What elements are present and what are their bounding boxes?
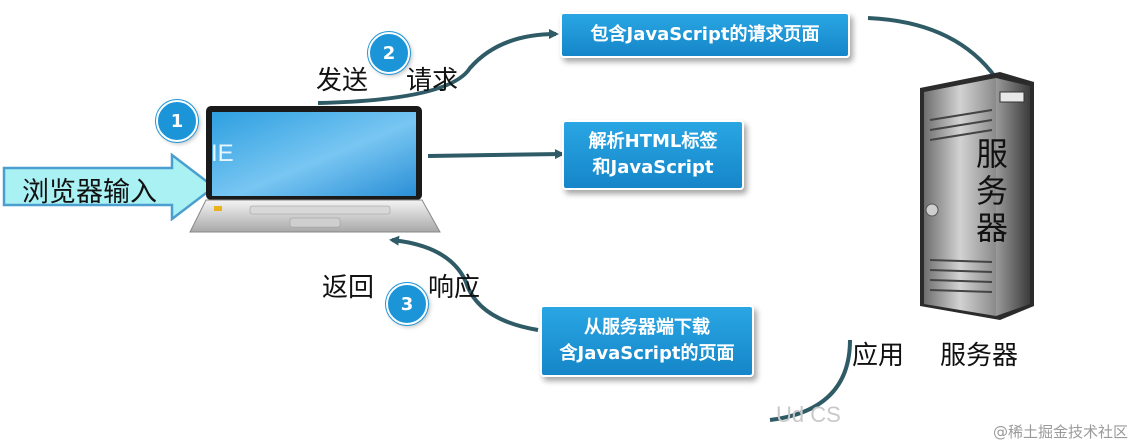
laptop-screen-label: IE (211, 140, 234, 167)
request-page-box-text: 包含JavaScript的请求页面 (590, 24, 820, 45)
return-label: 返回 (322, 273, 375, 303)
parse-box-line1: 解析HTML标签 (588, 131, 718, 152)
step-1-badge: 1 (156, 100, 198, 142)
download-box-line1: 从服务器端下载 (584, 317, 710, 338)
app-label: 应用 (852, 341, 905, 371)
server-label: 服 务 器 (972, 136, 1012, 247)
request-label: 请求 (406, 66, 459, 96)
parse-box-line2: 和JavaScript (592, 157, 714, 178)
faded-text: Ud CS (776, 402, 841, 427)
server-label-char1: 服 (975, 135, 1008, 173)
app-server-label: 服务器 (940, 341, 1019, 371)
return-response-arrow (389, 235, 539, 332)
response-label: 响应 (428, 273, 481, 303)
input-arrow (2, 152, 217, 222)
server-label-char2: 务 (975, 172, 1008, 210)
send-request-arrow (317, 29, 559, 105)
send-label: 发送 (316, 66, 369, 96)
parse-box: 解析HTML标签 和JavaScript (562, 120, 744, 190)
step-2-badge: 2 (368, 32, 410, 74)
parse-arrow (427, 149, 565, 160)
watermark: @稀土掘金技术社区 (992, 423, 1128, 441)
step-3-badge: 3 (386, 283, 428, 325)
to-server-arrow (867, 16, 1002, 87)
server-response-arrow (769, 339, 852, 422)
server-label-char3: 器 (975, 209, 1008, 247)
download-box: 从服务器端下载 含JavaScript的页面 (540, 305, 754, 377)
download-box-line2: 含JavaScript的页面 (559, 343, 735, 364)
request-page-box: 包含JavaScript的请求页面 (560, 12, 850, 58)
input-arrow-label: 浏览器输入 (22, 177, 157, 208)
